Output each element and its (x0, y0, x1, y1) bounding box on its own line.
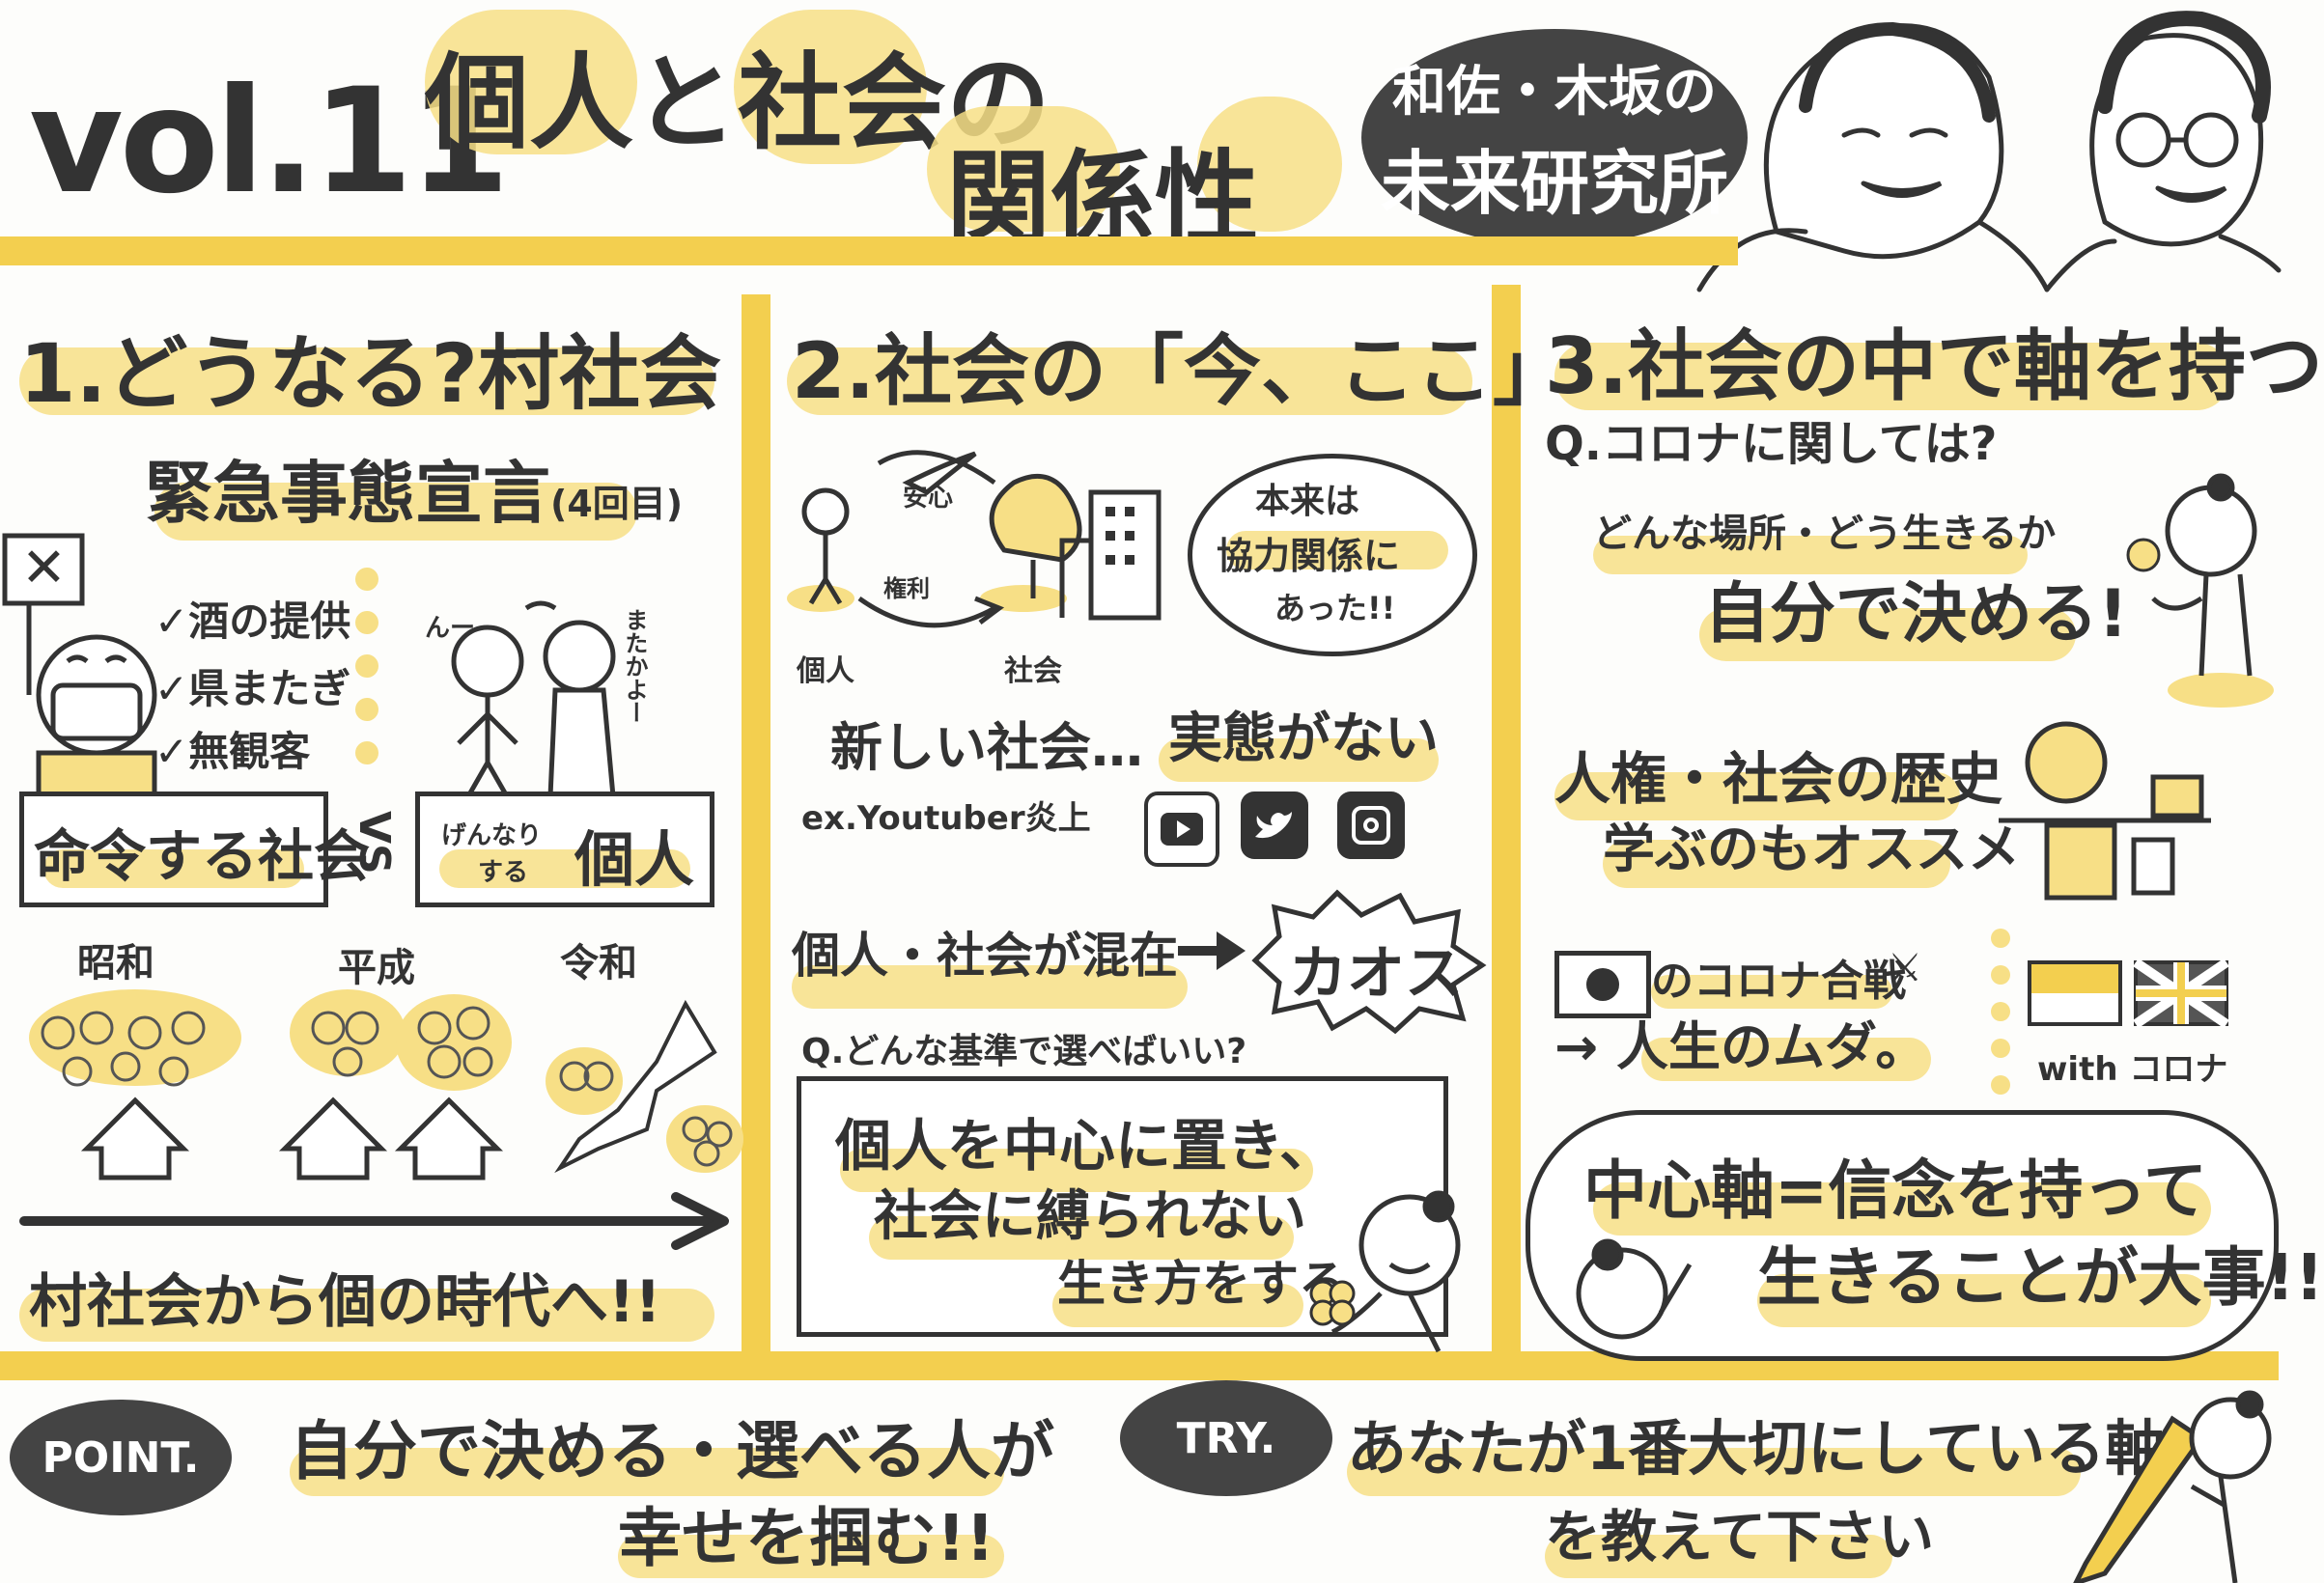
chaos-text: カオス (1289, 940, 1463, 1008)
lab-line1: 和佐・木坂の (1392, 60, 1717, 124)
mixed-arrow (1178, 931, 1246, 970)
society-box-label: 命令する社会 (34, 823, 371, 889)
lab-line2: 未来研究所 (1380, 142, 1728, 224)
column-divider-1 (742, 294, 770, 1351)
hosts-illustration (1696, 11, 2282, 292)
twitter-icon (1241, 792, 1308, 859)
corona-battle: のコロナ合戦 (1651, 957, 1906, 1006)
timeline-arrow (19, 1192, 729, 1250)
section1-conclusion: 村社会から個の時代へ!! (29, 1268, 661, 1336)
new-society: 新しい社会… (830, 717, 1143, 778)
bubble-line3: あった!! (1274, 590, 1396, 626)
shakai-label: 社会 (1004, 654, 1062, 688)
try-label: TRY. (1176, 1413, 1276, 1463)
point-label: POINT. (42, 1432, 200, 1483)
check-1: ✓酒の提供 (154, 597, 351, 645)
instagram-icon (1337, 792, 1405, 859)
example-text: ex.Youtuber炎上 (801, 799, 1091, 838)
grumble-1: んー (425, 614, 476, 643)
no-reality: 実態がない (1168, 708, 1439, 770)
point-line2: 幸せを掴む!! (618, 1501, 995, 1575)
top-divider (0, 236, 1738, 265)
individual-box-label: 個人 (574, 824, 695, 895)
individual-box: げんなり する 個人 (415, 792, 714, 907)
era-showa: 昭和 (77, 941, 154, 986)
society-box: 命令する社会 (19, 792, 370, 907)
try-line2: を教えて下さい (1545, 1504, 1935, 1569)
era-houses-illustration (29, 989, 743, 1180)
decide-text: 自分で決める! (1704, 576, 2129, 653)
mixed-text: 個人・社会が混在 (792, 928, 1178, 984)
uk-flag-icon (2133, 958, 2229, 1029)
sign-mark: ✕ (21, 537, 67, 599)
fighters-icon: ⚔ (1888, 946, 1922, 990)
core-line2: 生きることが大事!! (1757, 1240, 2324, 1315)
check-2: ✓県またぎ (154, 665, 351, 712)
dotted-separator (355, 568, 378, 764)
waste-text: → 人生のムダ。 (1554, 1016, 1928, 1077)
where-how: どんな場所・どう生きるか (1593, 512, 2057, 556)
individual-small-1: げんなり (441, 821, 543, 850)
era-heisei: 平成 (338, 946, 415, 990)
chaos-burst (1251, 889, 1487, 1035)
vs-label: VS (350, 811, 399, 875)
emergency-text: 緊急事態宣言 (145, 454, 550, 533)
answer-line2: 社会に縛られない (874, 1185, 1306, 1248)
section2-heading: 2.社会の「今、ここ」 (792, 326, 1571, 416)
point-line1: 自分で決める・選べる人が (290, 1414, 1054, 1488)
era-reiwa: 令和 (560, 941, 637, 986)
section2-question: Q.どんな基準で選べばいい? (801, 1032, 1247, 1071)
try-badge: TRY. (1120, 1380, 1332, 1496)
answer-line1: 個人を中心に置き、 (835, 1113, 1335, 1179)
with-corona: with コロナ (2037, 1050, 2228, 1089)
singapore-flag-icon (2028, 960, 2122, 1026)
section3-question: Q.コロナに関しては? (1545, 417, 1998, 471)
anshin-label: 安心 (903, 484, 954, 513)
bubble-line1: 本来は (1255, 482, 1360, 521)
individual-small-2: する (478, 858, 529, 887)
studying-person-illustration (1999, 721, 2211, 901)
youtube-icon (1144, 792, 1219, 867)
core-line1: 中心軸=信念を持って (1583, 1153, 2208, 1228)
bubble-line2: 協力関係に (1217, 535, 1401, 577)
japan-flag-icon (1554, 951, 1651, 1018)
grumble-2: またかよー (621, 608, 648, 724)
lab-badge: 和佐・木坂の 未来研究所 (1361, 29, 1748, 246)
section1-heading: 1.どうなる?村社会 (19, 326, 722, 421)
point-badge: POINT. (10, 1400, 232, 1515)
section3-heading: 3.社会の中で軸を持つ (1545, 321, 2324, 411)
cheering-person-illustration (2126, 473, 2274, 708)
emergency-count: (4回目) (550, 483, 684, 525)
relation-illustration (787, 450, 1162, 628)
history-line2: 学ぶのもオススメ (1603, 819, 2020, 879)
pencil-person-illustration (2073, 1390, 2272, 1583)
dotted-separator-3 (1991, 929, 2010, 1095)
grumbling-people-illustration (451, 600, 616, 799)
answer-line3: 生き方をする (1057, 1256, 1347, 1312)
history-line1: 人権・社会の歴史 (1554, 746, 2003, 812)
emergency-title: 緊急事態宣言(4回目) (145, 439, 683, 537)
column-divider-2 (1492, 285, 1521, 1351)
kenri-label: 権利 (883, 575, 930, 602)
try-line1: あなたが1番大切にしている軸 (1347, 1413, 2166, 1484)
flower-person-illustration (1309, 1190, 1461, 1353)
kojin-label: 個人 (797, 654, 854, 688)
check-3: ✓無観客 (154, 728, 311, 775)
pointing-person-illustration (1576, 1238, 1693, 1340)
